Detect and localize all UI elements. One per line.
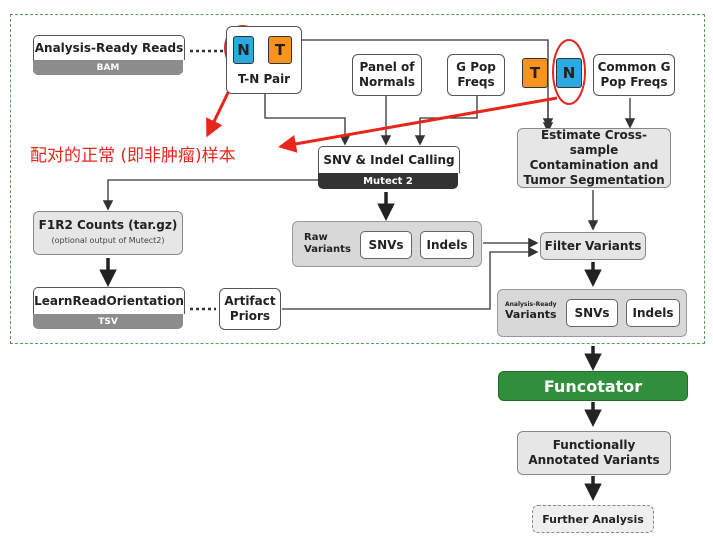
workflow-region xyxy=(10,14,705,344)
reads-node: Analysis-Ready Reads BAM xyxy=(33,35,185,75)
raw-snvs: SNVs xyxy=(360,231,412,259)
tumor-square: T xyxy=(268,36,292,64)
f1r2-sub: (optional output of Mutect2) xyxy=(51,236,165,245)
annotation-text: 配对的正常 (即非肿瘤)样本 xyxy=(30,146,236,166)
common-line1: Common G xyxy=(597,60,671,74)
raw-label: Raw Variants xyxy=(304,232,351,256)
analysis-ready-label: Analysis-Ready Variants xyxy=(505,301,557,321)
estimate-line1: Estimate Cross-sample xyxy=(540,128,648,157)
raw-indels: Indels xyxy=(420,231,474,259)
pair-top-line xyxy=(302,39,554,133)
reads-band: BAM xyxy=(33,60,183,75)
reads-label: Analysis-Ready Reads xyxy=(33,35,185,60)
filter-label: Filter Variants xyxy=(544,238,642,253)
f1r2-node: F1R2 Counts (tar.gz) (optional output of… xyxy=(33,211,183,255)
normal-square-2: N xyxy=(556,58,582,88)
mutect-to-f1r2 xyxy=(102,179,318,211)
normal-square: N xyxy=(233,36,254,64)
gpop-line2: Freqs xyxy=(457,75,495,89)
f1r2-label: F1R2 Counts (tar.gz) xyxy=(38,218,178,232)
funcotator-node: Funcotator xyxy=(498,371,688,401)
common-line2: Pop Freqs xyxy=(600,75,668,89)
priors-node: Artifact Priors xyxy=(219,288,281,330)
mutect-label: SNV & Indel Calling xyxy=(318,146,460,173)
functional-node: Functionally Annotated Variants xyxy=(517,431,671,475)
pon-node: Panel of Normals xyxy=(352,54,422,96)
pair-to-mutect xyxy=(264,92,351,146)
raw-line1: Raw xyxy=(304,232,328,243)
analysis-indels: Indels xyxy=(626,299,680,327)
priors-to-filter xyxy=(282,246,539,310)
learn-label: LearnReadOrientation xyxy=(33,287,185,314)
estimate-line2: Contamination and xyxy=(529,158,659,172)
tumor-square-2: T xyxy=(522,58,548,88)
estimate-line3: Tumor Segmentation xyxy=(523,173,665,187)
mutect-node: SNV & Indel Calling Mutect 2 xyxy=(318,146,460,189)
analysis-snvs: SNVs xyxy=(566,299,618,327)
priors-line2: Priors xyxy=(229,309,271,323)
learn-node: LearnReadOrientation TSV xyxy=(33,287,185,329)
gpop-line1: G Pop xyxy=(456,60,496,74)
pon-line2: Normals xyxy=(358,75,416,89)
priors-line1: Artifact xyxy=(224,294,276,308)
tn-pair-label: T-N Pair xyxy=(237,72,291,86)
common-node: Common G Pop Freqs xyxy=(593,54,675,96)
analysis-ready-small: Analysis-Ready xyxy=(505,301,557,308)
functional-line2: Annotated Variants xyxy=(528,453,660,467)
pon-line1: Panel of xyxy=(359,60,415,74)
gpop-node: G Pop Freqs xyxy=(447,54,505,96)
filter-node: Filter Variants xyxy=(540,232,646,260)
red-arrow-right xyxy=(278,96,558,153)
estimate-node: Estimate Cross-sample Contamination and … xyxy=(517,128,671,188)
analysis-ready-variants: Variants xyxy=(505,308,557,321)
raw-line2: Variants xyxy=(304,244,351,255)
mutect-band: Mutect 2 xyxy=(318,173,458,189)
learn-band: TSV xyxy=(33,314,183,329)
highlight-circle-right xyxy=(552,39,586,105)
further-node: Further Analysis xyxy=(532,505,654,533)
functional-line1: Functionally xyxy=(552,438,636,452)
